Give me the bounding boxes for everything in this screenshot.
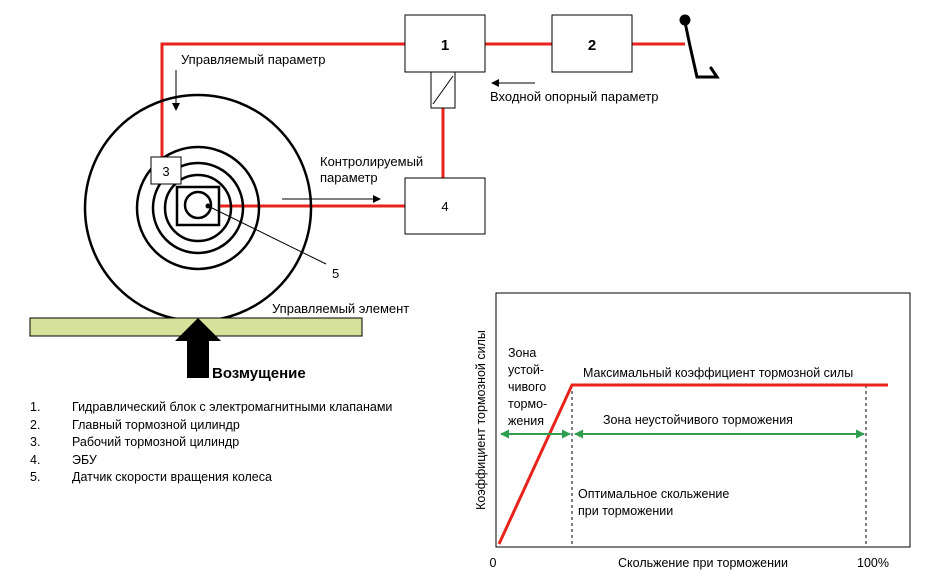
stable-zone-line4: тормо-	[508, 397, 547, 411]
line-block1-to-cylinder3	[160, 42, 405, 158]
stable-zone-line5: жения	[508, 414, 544, 428]
monitored-parameter-line2: параметр	[320, 170, 378, 185]
wheel-ring-outer	[151, 161, 245, 255]
legend-item: 5. Датчик скорости вращения колеса	[0, 470, 470, 488]
disturbance-arrow	[175, 318, 221, 378]
legend-num: 1.	[30, 400, 41, 414]
legend-text: Рабочий тормозной цилиндр	[72, 435, 240, 449]
block-1-label: 1	[441, 37, 449, 54]
legend-num: 2.	[30, 417, 41, 432]
wheel-ring-inner	[163, 173, 233, 243]
legend-item: 3. Рабочий тормозной цилиндр	[0, 435, 470, 453]
red-connections	[160, 42, 685, 208]
input-reference-label: Входной опорный параметр	[490, 89, 658, 104]
wheel-speed-sensor	[183, 190, 213, 220]
legend-text: Датчик скорости вращения колеса	[72, 470, 272, 484]
max-coef-label: Максимальный коэффициент тормозной силы	[583, 366, 853, 380]
disturbance-label: Возмущение	[212, 365, 306, 382]
sensor-label: 5	[332, 266, 339, 281]
stable-zone-line3: чивого	[508, 380, 546, 394]
block-1-hydraulic-unit	[404, 14, 486, 73]
block-3-label: 3	[162, 164, 169, 179]
controlled-parameter-label: Управляемый параметр	[181, 52, 325, 67]
stable-zone-line1: Зона	[508, 346, 536, 360]
optimal-slip-line2: при торможении	[578, 504, 673, 518]
legend-text: ЭБУ	[72, 452, 97, 467]
brake-pedal-icon	[679, 14, 720, 79]
wheel-disc	[135, 145, 261, 271]
legend-num: 5.	[30, 470, 41, 484]
unstable-zone-label: Зона неустойчивого торможения	[603, 413, 793, 427]
block-4-label: 4	[441, 199, 448, 214]
legend-item: 1. Гидравлический блок с электромагнитны…	[0, 400, 470, 418]
graph-x-start: 0	[490, 556, 497, 570]
solenoid-diagonal	[432, 75, 454, 105]
block-2-master-cylinder	[551, 14, 633, 73]
block-3-wheel-cylinder	[150, 156, 182, 185]
stable-zone-line2: устой-	[508, 363, 544, 377]
block-4-ecu	[404, 177, 486, 235]
legend-item: 4. ЭБУ	[0, 453, 470, 471]
graph-x-end: 100%	[857, 556, 889, 570]
controlled-element-label: Управляемый элемент	[272, 301, 409, 316]
legend-num: 3.	[30, 435, 41, 449]
legend: 1. Гидравлический блок с электромагнитны…	[0, 400, 470, 488]
sensor-pointer-line	[207, 205, 327, 265]
graph-frame	[495, 292, 911, 548]
block-2-label: 2	[588, 37, 596, 54]
legend-text: Гидравлический блок с электромагнитными …	[72, 400, 393, 414]
graph-xlabel: Скольжение при торможении	[618, 556, 788, 570]
legend-text: Главный тормозной цилиндр	[72, 417, 240, 432]
graph-ylabel: Коэффициент тормозной силы	[474, 330, 488, 510]
optimal-slip-line1: Оптимальное скольжение	[578, 487, 729, 501]
monitored-parameter-line1: Контролируемый	[320, 154, 423, 169]
legend-item: 2. Главный тормозной цилиндр	[0, 418, 470, 436]
legend-num: 4.	[30, 452, 41, 467]
brake-force-curve	[497, 383, 888, 545]
